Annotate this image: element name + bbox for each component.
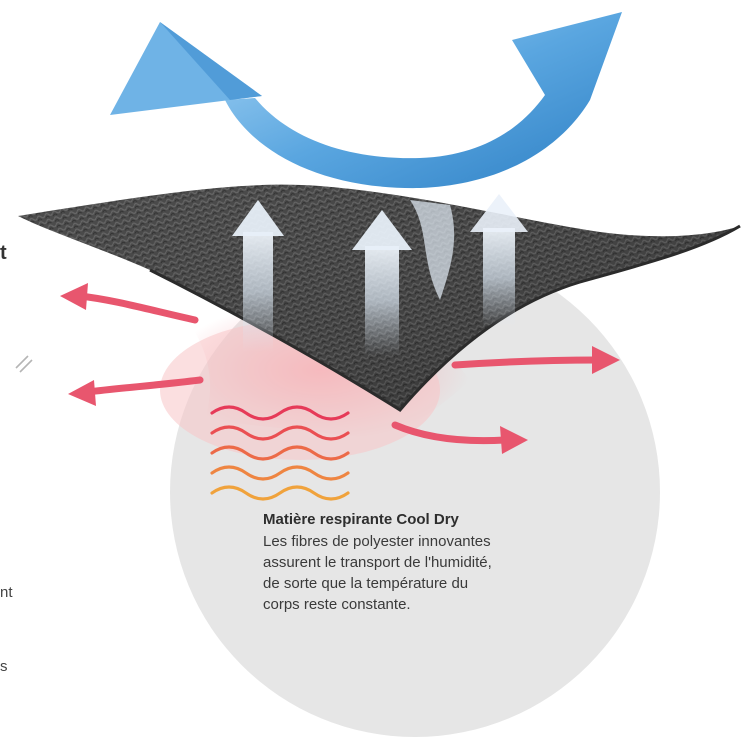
cropped-text-fragment-top: t [0, 242, 7, 264]
heat-arrowhead-lower-right [500, 426, 528, 454]
callout-body: Les fibres de polyester innovantes assur… [263, 531, 563, 615]
slash-mark [15, 355, 33, 373]
cropped-text-fragment-bottom: s [0, 658, 8, 675]
heat-arrows [76, 292, 602, 445]
vapor-arrow-center [352, 210, 412, 356]
heat-arrow-lower-left [84, 376, 204, 396]
air-flow-arrow [110, 12, 622, 189]
heat-wave-5 [210, 485, 350, 501]
air-flow-arrowhead-shade [160, 22, 262, 100]
heat-arrow-lower-right [391, 421, 509, 445]
callout-line: Les fibres de polyester innovantes [263, 533, 491, 550]
heat-wave-2 [210, 425, 350, 441]
air-flow-body [225, 12, 622, 189]
heat-wave-4 [210, 465, 350, 481]
vapor-arrow-right [470, 194, 528, 328]
vapor-arrow-left [232, 200, 284, 352]
callout-line: assurent le transport de l'humidité, [263, 554, 492, 571]
heat-arrow-upper-left [76, 292, 199, 324]
callout-title: Matière respirante Cool Dry [263, 511, 459, 528]
callout-line: corps reste constante. [263, 596, 411, 613]
cropped-text-fragment-middle: nt [0, 584, 13, 601]
heat-arrowhead-lower-left [68, 380, 96, 406]
callout-line: de sorte que la température du [263, 575, 469, 592]
cool-dry-callout: Matière respirante Cool Dry Les fibres d… [263, 509, 563, 615]
heat-arrowhead-right [592, 346, 620, 374]
heat-waves [210, 405, 350, 501]
heat-wave-1 [210, 405, 350, 421]
vapor-arrows [232, 194, 528, 356]
heat-arrowhead-upper-left [60, 283, 88, 310]
heat-arrow-right [451, 356, 602, 369]
heat-wave-3 [210, 445, 350, 461]
heat-arrow-heads [60, 283, 620, 454]
vapor-mist [410, 200, 455, 300]
